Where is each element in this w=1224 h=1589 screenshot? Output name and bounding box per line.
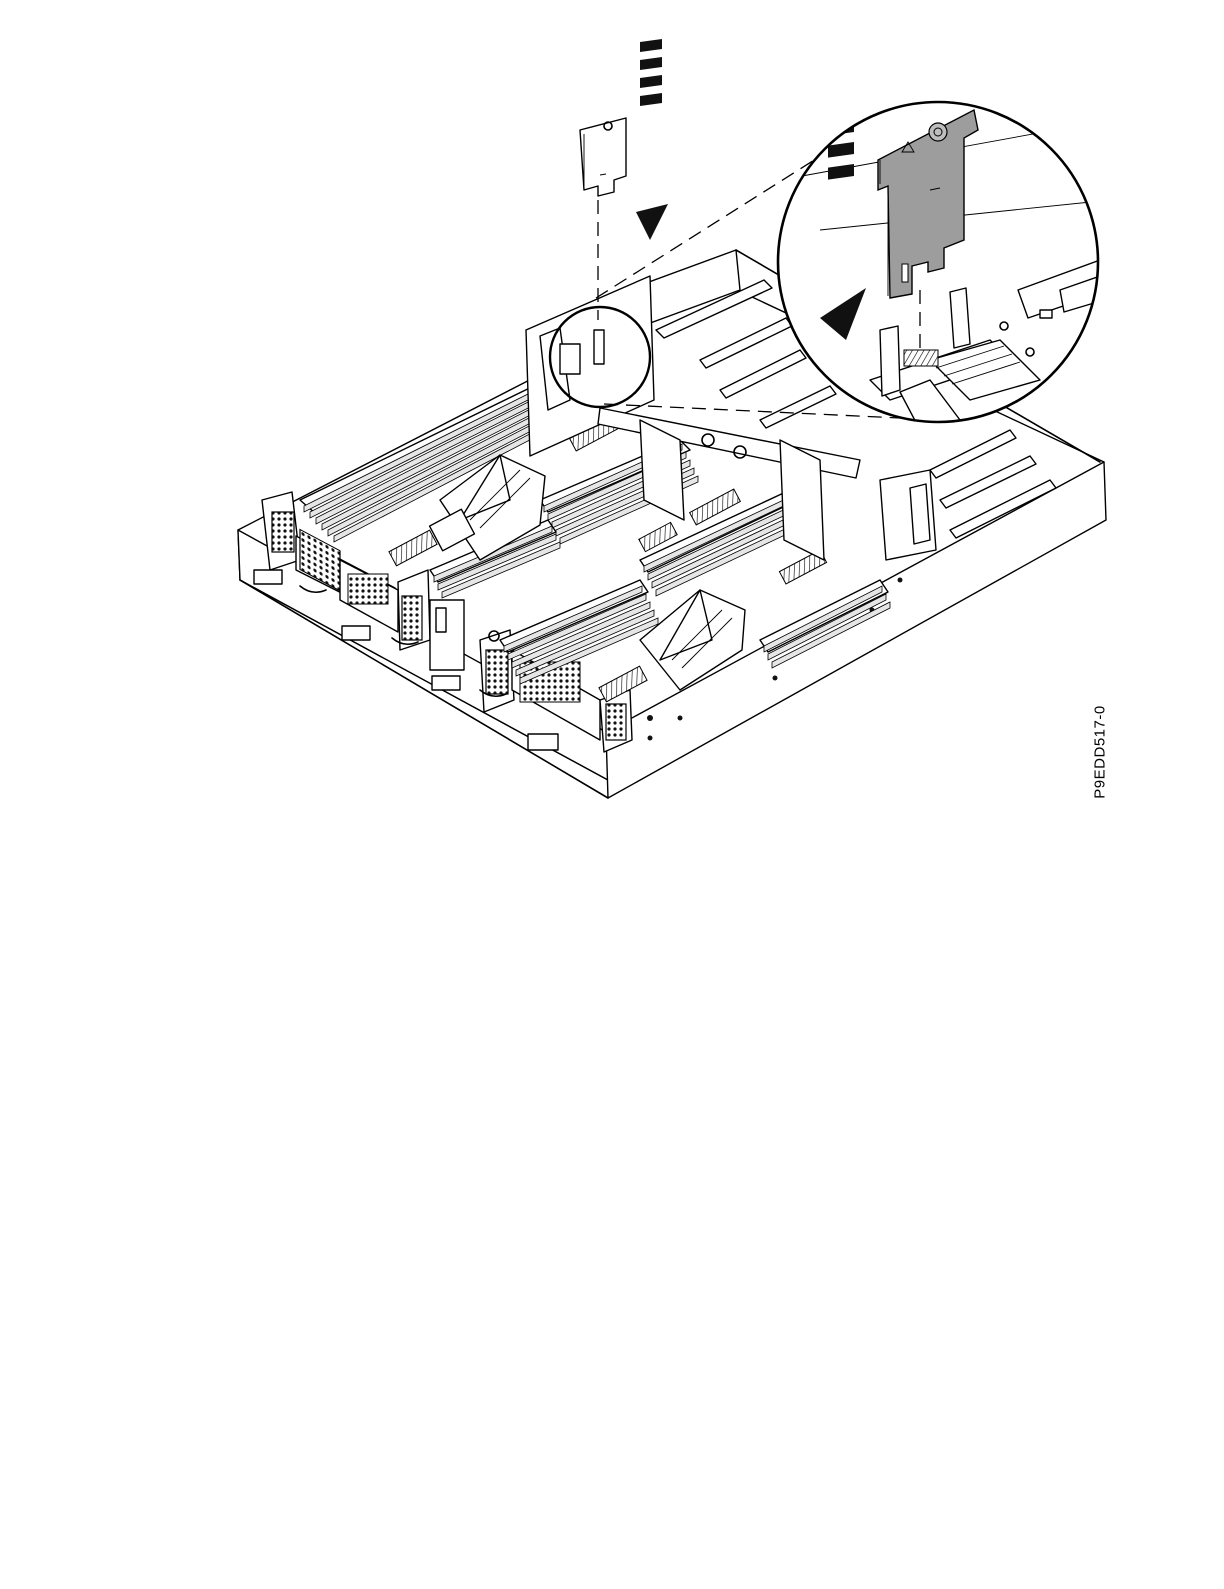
retainer-bracket-small — [580, 118, 626, 196]
figure-id-label: P9EDD517-0 — [1092, 705, 1109, 798]
down-arrow-icon — [636, 39, 668, 240]
magnifier-callout — [778, 76, 1110, 430]
